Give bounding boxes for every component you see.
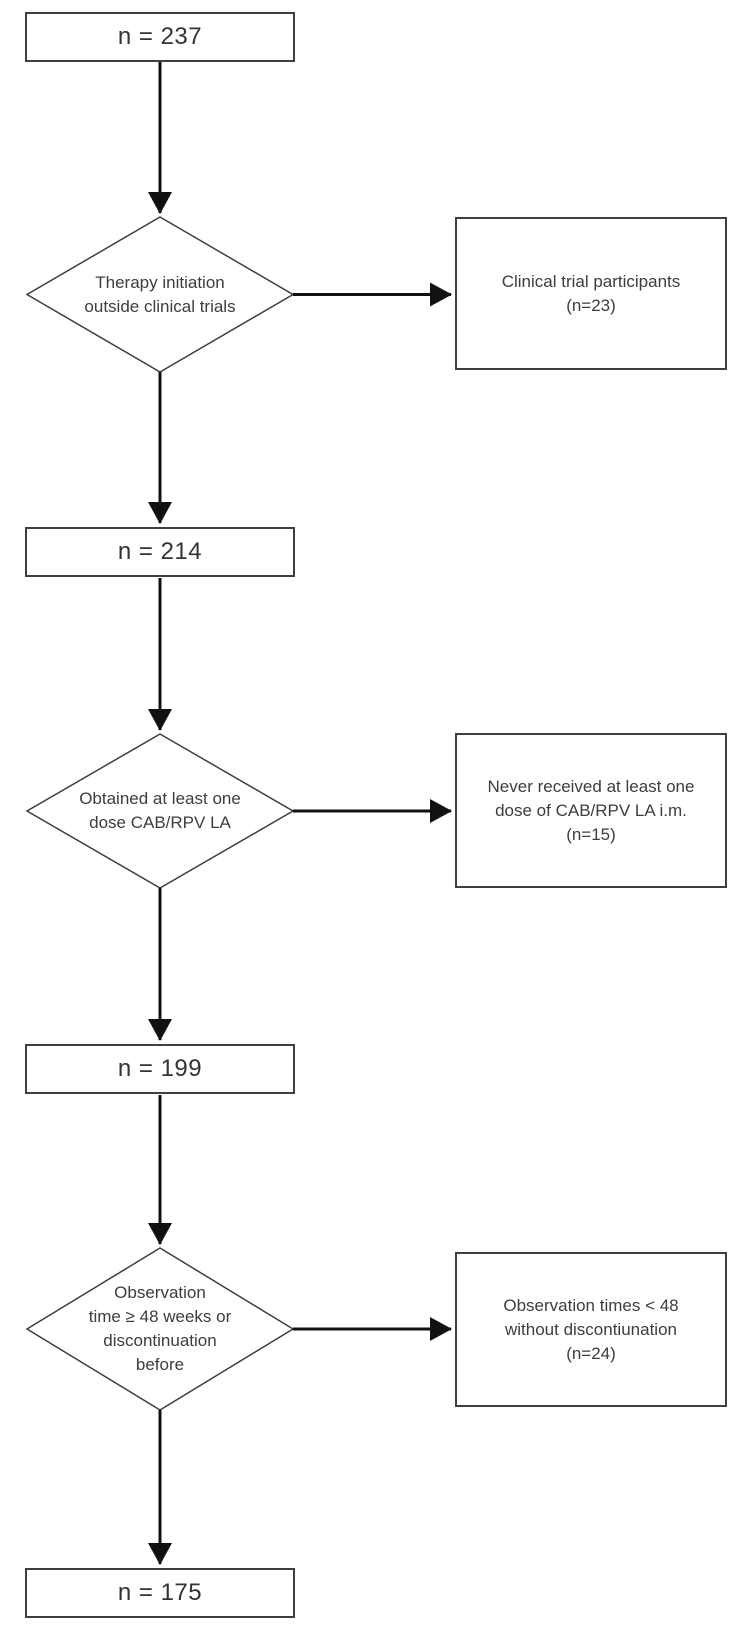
node-n237-label: n = 237 — [117, 23, 203, 50]
node-n175: n = 175 — [25, 1568, 295, 1618]
label-line: Clinical trial participants — [501, 271, 681, 291]
node-n237: n = 237 — [25, 12, 295, 62]
label-line: dose of CAB/RPV LA i.m. — [495, 800, 687, 820]
label-line: without discontiunation — [504, 1319, 677, 1339]
label-line: Never received at least one — [487, 776, 695, 796]
label-line: (n=24) — [566, 1343, 616, 1363]
label-line: Observation times < 48 — [503, 1295, 679, 1315]
node-n199-label: n = 199 — [117, 1055, 203, 1082]
node-clinical-trial-participants: Clinical trial participants (n=23) — [455, 217, 727, 370]
diamond-therapy-initiation — [25, 216, 295, 373]
node-never-received-dose: Never received at least one dose of CAB/… — [455, 733, 727, 888]
label-line: (n=15) — [566, 824, 616, 844]
node-n199: n = 199 — [25, 1044, 295, 1094]
diamond-obtained-dose — [25, 733, 295, 889]
diamond-observation-time — [25, 1247, 295, 1411]
label-line: (n=23) — [566, 295, 616, 315]
node-n175-label: n = 175 — [117, 1579, 203, 1606]
node-n214: n = 214 — [25, 527, 295, 577]
node-n214-label: n = 214 — [117, 538, 203, 565]
node-observation-under-48: Observation times < 48 without discontiu… — [455, 1252, 727, 1407]
